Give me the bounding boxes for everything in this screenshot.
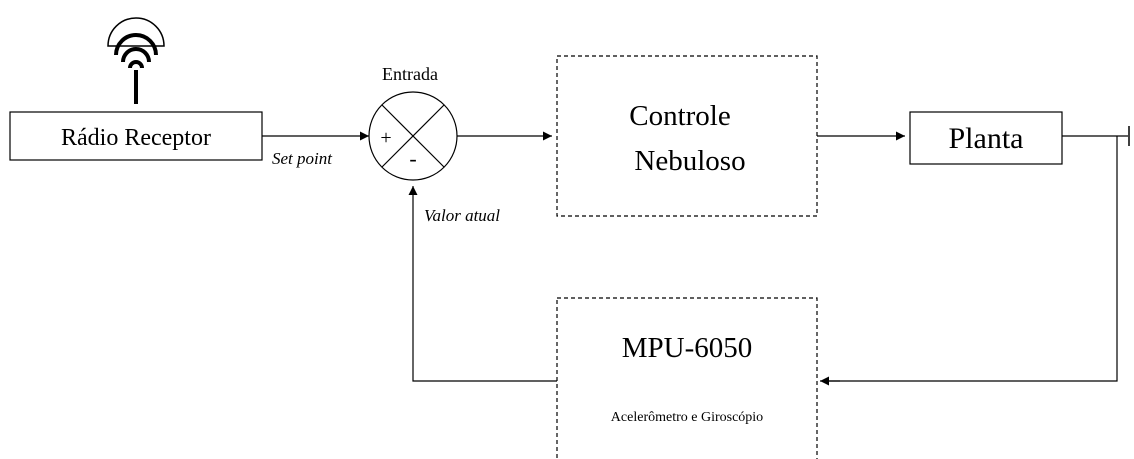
controller-label-line1: Controle [629,100,731,132]
feedback-label: Valor atual [424,206,500,225]
feedback-arrow [408,186,557,382]
setpoint-label: Set point [272,149,333,168]
sensor-subtitle: Acelerômetro e Giroscópio [611,410,763,425]
entrada-label: Entrada [382,64,438,84]
output-line [823,126,1130,382]
plant-block: Planta [909,111,1063,165]
minus-sign: - [409,146,416,171]
radio-receptor-label: Rádio Receptor [61,125,211,151]
plant-label: Planta [949,122,1024,155]
sensor-title: MPU-6050 [622,332,753,364]
fuzzy-controller-block: Controle Nebuloso [556,55,818,217]
controller-label-line2: Nebuloso [634,145,745,177]
radio-receptor-block: Rádio Receptor [9,111,263,161]
summing-junction: Entrada + - [368,64,458,181]
plus-sign: + [380,127,391,149]
mpu6050-block: MPU-6050 Acelerômetro e Giroscópio [556,297,818,459]
radio-antenna-icon [107,17,165,104]
